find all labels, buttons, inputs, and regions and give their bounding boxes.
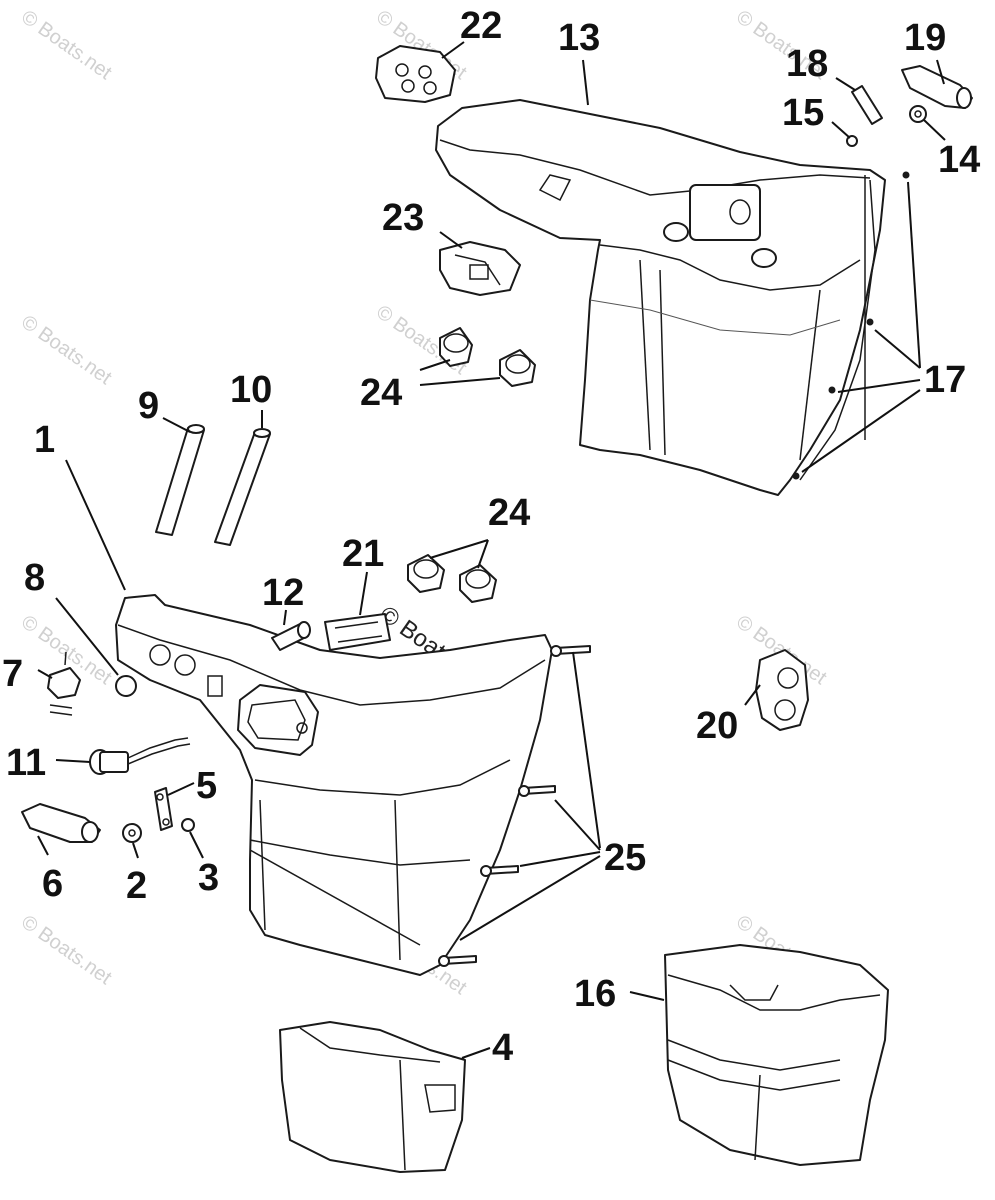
callout-9: 9 [138,385,159,427]
callout-24-lower: 24 [488,492,530,534]
part-18-link [851,85,883,125]
callout-8: 8 [24,557,45,599]
callout-2: 2 [126,865,147,907]
part-21-strap [324,613,391,651]
part-12-fitting [271,621,311,651]
callout-labels: 1 2 3 4 5 6 7 8 9 10 11 12 13 14 15 16 1… [2,5,980,1069]
part-23-bracket [439,241,521,296]
part-13-rear-cowl-upper [435,99,886,496]
watermark: © Boats.net [17,311,116,389]
leader-lines [37,41,946,1059]
part-7-valve [47,651,81,716]
callout-22: 22 [460,5,502,47]
callout-16: 16 [574,973,616,1015]
callout-14: 14 [938,139,980,181]
callout-10: 10 [230,369,272,411]
watermark: © Boats.net [17,911,116,989]
part-3-screw [181,818,195,832]
callout-7: 7 [2,653,23,695]
callout-12: 12 [262,572,304,614]
part-5-link [154,787,173,831]
callout-11: 11 [6,742,46,784]
callout-23: 23 [382,197,424,239]
part-20-seal [755,649,809,731]
part-1-front-cowl-lower [115,594,553,976]
part-11-switch [89,737,191,775]
part-16-lower-side-cover [664,944,889,1166]
part-6-handle [21,803,101,843]
callout-6: 6 [42,863,63,905]
part-10-rod [214,428,271,546]
callout-15: 15 [782,92,824,134]
part-22-grommet-block [375,45,456,103]
callout-24-upper: 24 [360,372,402,414]
callout-25: 25 [604,837,646,879]
part-19-handle [901,65,973,109]
part-24-grommets-lower [407,554,497,603]
callout-19: 19 [904,17,946,59]
callout-17: 17 [924,359,966,401]
part-24-grommets-upper [439,327,536,387]
part-2-washer [122,823,142,843]
callout-1: 1 [34,419,55,461]
callout-4: 4 [492,1027,513,1069]
part-9-rod [155,424,205,536]
callout-21: 21 [342,533,384,575]
callout-5: 5 [196,765,217,807]
part-17-screws [792,171,910,480]
part-8-plug [115,675,137,697]
part-25-bolts [438,645,591,967]
callout-20: 20 [696,705,738,747]
callout-13: 13 [558,17,600,59]
callout-3: 3 [198,857,219,899]
part-4-lower-cover [279,1021,466,1173]
part-14-washer [909,105,927,123]
watermark: © Boats.net [17,6,116,84]
callout-18: 18 [786,43,828,85]
